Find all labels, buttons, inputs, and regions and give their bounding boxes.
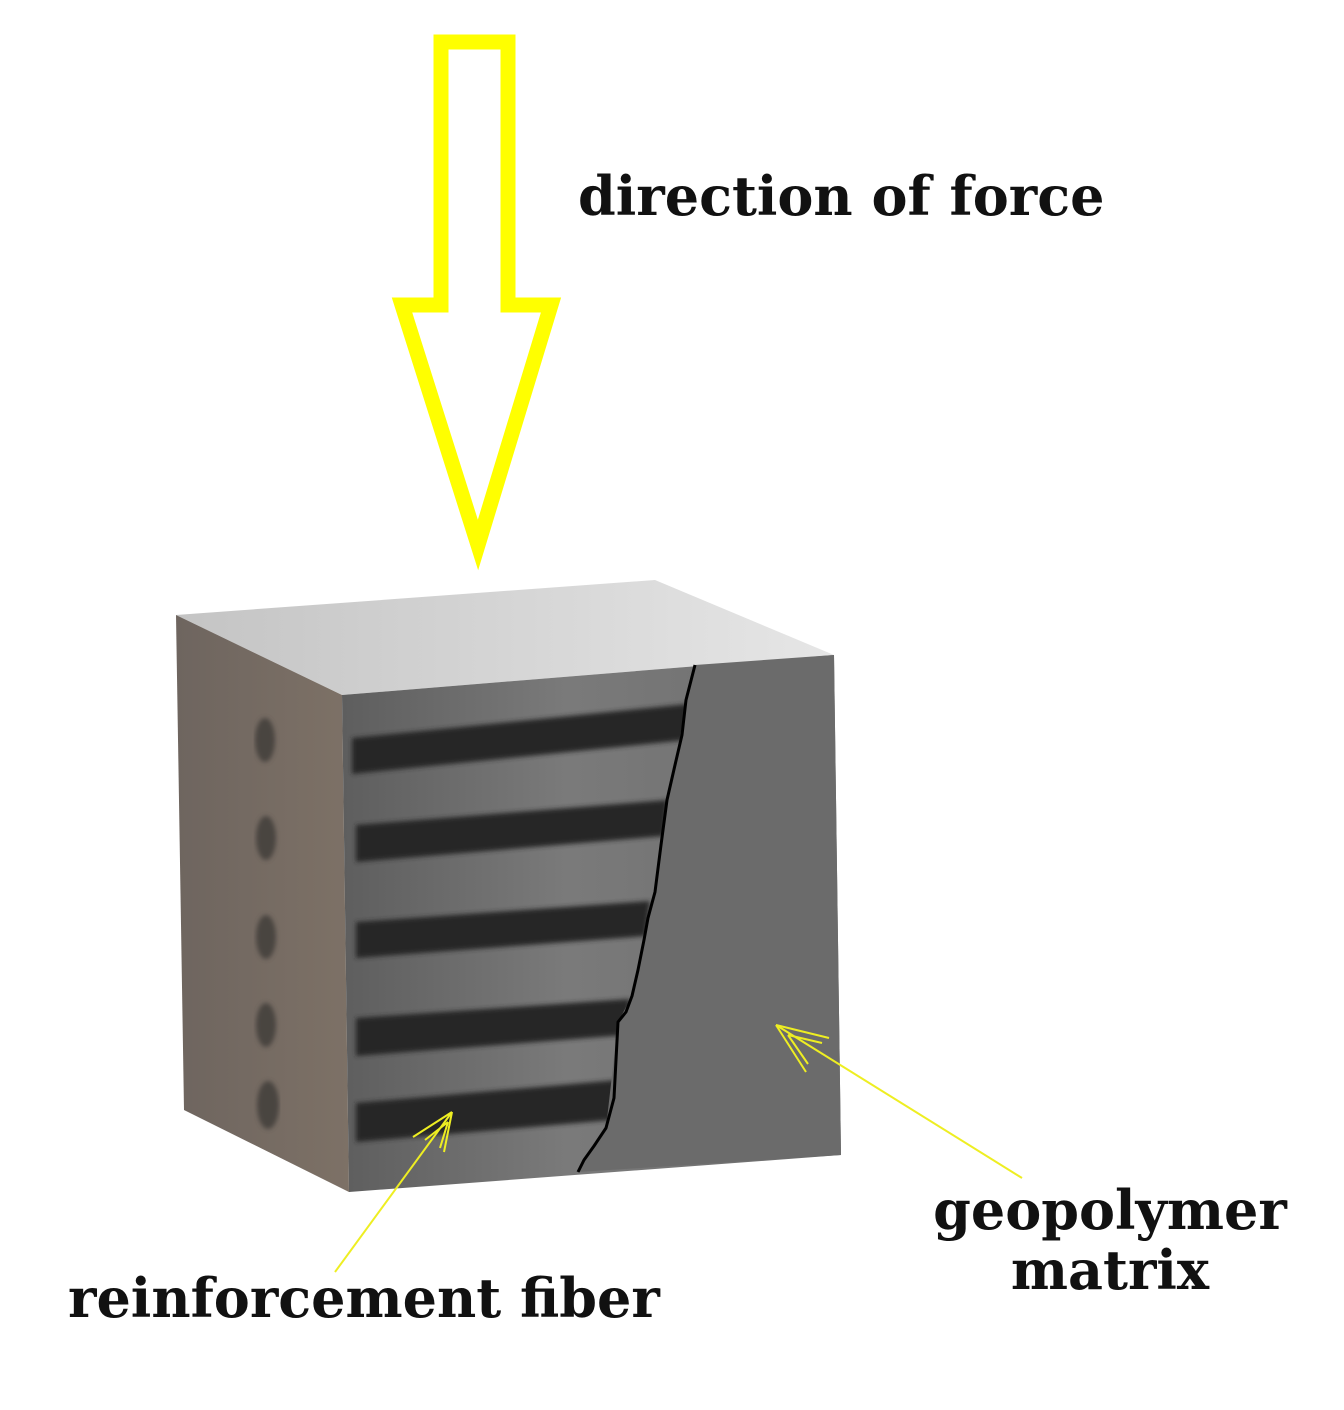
matrix-label-line-1: geopolymer [933, 1178, 1287, 1242]
geopolymer-matrix-label: geopolymer matrix [920, 1180, 1300, 1301]
fiber-pointer-arrow-icon [334, 1111, 453, 1273]
fiber [352, 704, 688, 774]
crack-line [576, 664, 697, 1173]
force-arrow-icon [391, 34, 562, 571]
fiber-end-holes [255, 718, 279, 1129]
fiber [356, 1080, 618, 1142]
fiber-end-hole [256, 915, 276, 959]
reinforcement-fibers [352, 704, 688, 1142]
matrix-pointer-arrow-icon [775, 1024, 1023, 1179]
cube-top-face [176, 580, 834, 695]
reinforcement-fiber-label: reinforcement fiber [68, 1266, 660, 1330]
fiber [356, 999, 630, 1056]
fiber-end-hole [256, 816, 276, 860]
force-direction-label: direction of force [578, 164, 1105, 228]
fiber-end-hole [257, 1081, 279, 1129]
fiber [356, 800, 668, 862]
matrix-region [578, 655, 841, 1172]
fiber [356, 901, 650, 958]
matrix-label-line-2: matrix [1010, 1238, 1210, 1303]
fiber-end-hole [256, 1003, 276, 1047]
cube-left-face [176, 615, 349, 1192]
fiber-end-hole [255, 718, 275, 762]
specimen-cube [176, 580, 841, 1192]
